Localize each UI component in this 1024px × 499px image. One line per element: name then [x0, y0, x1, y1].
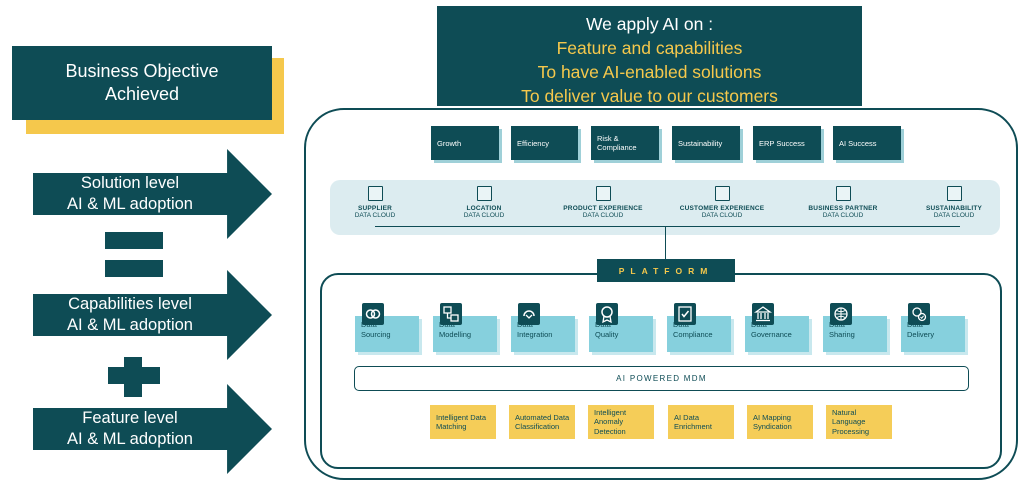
kpi-erp-success: ERP Success	[753, 126, 821, 160]
capability-line-2: Sharing	[829, 329, 855, 339]
data-cloud-sustainability: SUSTAINABILITY DATA CLOUD	[906, 186, 1002, 219]
building-icon	[752, 303, 774, 325]
solution-frame	[304, 108, 1018, 480]
data-cloud-name: SUPPLIER	[357, 205, 393, 212]
feature-natural-language-processing: Natural Language Processing	[826, 405, 892, 439]
equals-bar-bottom	[105, 260, 163, 277]
feature-line-1: Intelligent	[594, 408, 627, 418]
data-cloud-name: PRODUCT EXPERIENCE	[563, 205, 643, 212]
feature-line-2: Language	[832, 417, 866, 427]
feature-ai-mapping-syndication: AI Mapping Syndication	[747, 405, 813, 439]
arrow-line-2: AI & ML adoption	[67, 195, 193, 213]
kpi-sustainability: Sustainability	[672, 126, 740, 160]
kpi-risk-compliance: Risk & Compliance	[591, 126, 659, 160]
cloud-icon	[476, 186, 492, 201]
data-cloud-sub: DATA CLOUD	[701, 212, 743, 219]
data-cloud-bar	[330, 180, 1000, 235]
data-cloud-business-partner: BUSINESS PARTNER DATA CLOUD	[795, 186, 891, 219]
arrow-line-2: AI & ML adoption	[67, 316, 193, 334]
data-cloud-connector-line	[375, 226, 960, 227]
model-icon	[440, 303, 462, 325]
data-cloud-sub: DATA CLOUD	[463, 212, 505, 219]
business-objective-box: Business Objective Achieved	[12, 46, 272, 120]
badge-icon	[596, 303, 618, 325]
link-icon	[362, 303, 384, 325]
capability-line-2: Sourcing	[361, 329, 391, 339]
feature-line-1: Automated Data	[515, 412, 570, 422]
data-cloud-sub: DATA CLOUD	[933, 212, 975, 219]
ai-header-box: We apply AI on : Feature and capabilitie…	[437, 6, 862, 106]
kpi-growth: Growth	[431, 126, 499, 160]
arrow-line-1: Feature level	[82, 409, 178, 427]
kpi-efficiency: Efficiency	[511, 126, 578, 160]
capability-line-2: Quality	[595, 329, 619, 339]
feature-line-2: Classification	[515, 422, 560, 431]
ai-powered-mdm-bar: AI POWERED MDM	[354, 366, 969, 391]
feature-line-2: Enrichment	[674, 422, 712, 431]
capability-line-2: Governance	[751, 329, 792, 339]
data-cloud-name: BUSINESS PARTNER	[808, 205, 878, 212]
data-cloud-name: LOCATION	[466, 205, 502, 212]
data-cloud-name: CUSTOMER EXPERIENCE	[679, 205, 765, 212]
header-line-1: We apply AI on :	[585, 14, 714, 34]
feature-ai-data-enrichment: AI Data Enrichment	[668, 405, 734, 439]
capability-line-2: Integration	[517, 329, 553, 339]
cloud-icon	[714, 186, 730, 201]
solution-level-arrow: Solution level AI & ML adoption	[33, 149, 272, 239]
globe-icon	[830, 303, 852, 325]
kpi-ai-success: AI Success	[833, 126, 901, 160]
header-line-4: To deliver value to our customers	[521, 86, 778, 106]
capabilities-level-arrow: Capabilities level AI & ML adoption	[33, 270, 272, 360]
capability-line-2: Delivery	[907, 329, 935, 339]
cloud-icon	[595, 186, 611, 201]
objective-line-1: Business Objective	[65, 61, 219, 81]
feature-line-1: Natural	[832, 408, 857, 418]
feature-line-2: Matching	[436, 422, 467, 431]
data-cloud-location: LOCATION DATA CLOUD	[436, 186, 532, 219]
objective-line-2: Achieved	[104, 84, 180, 104]
platform-label: PLATFORM	[597, 259, 735, 282]
cloud-icon	[835, 186, 851, 201]
capability-line-2: Modelling	[439, 329, 472, 339]
platform-connector-line	[665, 227, 666, 259]
data-cloud-sub: DATA CLOUD	[582, 212, 624, 219]
feature-line-2: Syndication	[753, 422, 792, 431]
feature-line-3: Processing	[832, 426, 870, 436]
data-cloud-supplier: SUPPLIER DATA CLOUD	[327, 186, 423, 219]
delivery-icon	[908, 303, 930, 325]
feature-line-1: AI Data	[674, 412, 700, 422]
data-cloud-customer-experience: CUSTOMER EXPERIENCE DATA CLOUD	[674, 186, 770, 219]
feature-automated-data-classification: Automated Data Classification	[509, 405, 575, 439]
plus-sign-horizontal	[108, 367, 160, 384]
arrow-line-1: Capabilities level	[68, 295, 192, 313]
capability-data-integration: Data Integration	[511, 316, 575, 352]
data-cloud-product-experience: PRODUCT EXPERIENCE DATA CLOUD	[555, 186, 651, 219]
header-line-3: To have AI-enabled solutions	[537, 62, 762, 82]
kpi-risk-compliance-label: Risk & Compliance	[597, 134, 637, 152]
arrow-line-2: AI & ML adoption	[67, 430, 193, 448]
header-line-2: Feature and capabilities	[556, 38, 743, 58]
feature-line-1: AI Mapping	[753, 412, 791, 422]
feature-line-3: Detection	[594, 426, 626, 436]
feature-line-1: Intelligent Data	[436, 412, 487, 422]
feature-line-2: Anomaly	[594, 417, 624, 427]
check-document-icon	[674, 303, 696, 325]
data-cloud-name: SUSTAINABILITY	[925, 205, 983, 212]
feature-level-arrow: Feature level AI & ML adoption	[33, 384, 272, 474]
data-cloud-sub: DATA CLOUD	[354, 212, 396, 219]
arrow-line-1: Solution level	[80, 174, 180, 192]
data-cloud-sub: DATA CLOUD	[822, 212, 864, 219]
feature-intelligent-anomaly-detection: Intelligent Anomaly Detection	[588, 405, 654, 439]
integration-icon	[518, 303, 540, 325]
capability-line-2: Compliance	[673, 329, 713, 339]
cloud-icon	[946, 186, 962, 201]
equals-bar-top	[105, 232, 163, 249]
cloud-icon	[367, 186, 383, 201]
feature-intelligent-data-matching: Intelligent Data Matching	[430, 405, 496, 439]
